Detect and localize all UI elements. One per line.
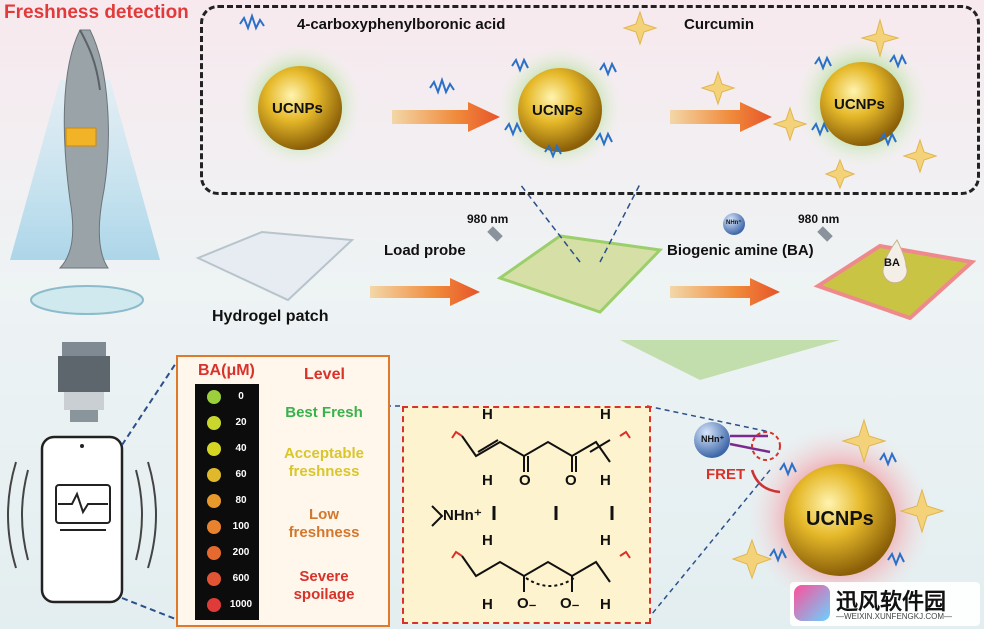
- conc-dot: [207, 598, 221, 612]
- level-acceptable: Acceptable freshness: [283, 445, 365, 480]
- particle-label-3: UCNPs: [834, 96, 885, 113]
- conc-dot: [207, 520, 221, 534]
- legend-header-conc: BA(μM): [198, 362, 255, 379]
- o-label-1: O: [519, 472, 531, 489]
- o-minus-label-1: O₋: [517, 595, 537, 612]
- fret-amine-label: NHn⁺: [701, 434, 725, 444]
- conc-dot: [207, 390, 221, 404]
- laser-label-2: 980 nm: [798, 212, 840, 226]
- h-label-3: H: [482, 472, 493, 489]
- conc-dot: [207, 468, 221, 482]
- o-minus-label-2: O₋: [560, 595, 580, 612]
- particle-label-2: UCNPs: [532, 102, 583, 119]
- conc-value: 80: [235, 495, 247, 506]
- conc-value: 1000: [229, 599, 253, 610]
- h-label-1: H: [482, 406, 493, 423]
- smartphone: [7, 359, 179, 621]
- watermark-url: —WEIXIN.XUNFENGKJ.COM—: [836, 612, 953, 621]
- h-label-7: H: [482, 596, 493, 613]
- h-label-5: H: [482, 532, 493, 549]
- reagent-1-label: 4-carboxyphenylboronic acid: [297, 16, 506, 33]
- fret-label: FRET: [706, 466, 746, 483]
- fish-illustration: [10, 29, 160, 315]
- fret-particle-label: UCNPs: [806, 508, 874, 530]
- h-label-8: H: [600, 596, 611, 613]
- hydrogel-patch-label: Hydrogel patch: [212, 308, 329, 325]
- particle-label-1: UCNPs: [272, 100, 323, 117]
- watermark-name: 迅风软件园: [836, 589, 947, 614]
- page-title: Freshness detection: [4, 2, 189, 23]
- curcumin-structure: [431, 430, 631, 592]
- amine-chem-label: NHn⁺: [443, 507, 482, 524]
- level-severe: Severe spoilage: [293, 568, 355, 603]
- conc-dot: [207, 494, 221, 508]
- conc-dot: [207, 572, 221, 586]
- conc-value: 60: [235, 469, 247, 480]
- o-label-2: O: [565, 472, 577, 489]
- color-scale-strip: [195, 384, 259, 620]
- conc-value: 600: [232, 573, 250, 584]
- chemistry-mechanism-box: [402, 406, 651, 624]
- legend-header-level: Level: [304, 366, 345, 383]
- middle-row: [195, 183, 977, 380]
- conc-value: 200: [232, 547, 250, 558]
- load-probe-label: Load probe: [384, 242, 466, 259]
- synthesis-box: [200, 5, 980, 195]
- conc-dot: [207, 442, 221, 456]
- fret-particle: [694, 418, 945, 610]
- h-label-6: H: [600, 532, 611, 549]
- watermark-logo-icon: [794, 585, 830, 621]
- reagent-2-label: Curcumin: [684, 16, 755, 33]
- laser-label-1: 980 nm: [467, 212, 509, 226]
- amine-ball-label: NHn⁺: [726, 220, 742, 226]
- conc-dot: [207, 546, 221, 560]
- level-low: Low freshness: [288, 506, 360, 541]
- conc-value: 100: [232, 521, 250, 532]
- conc-value: 0: [238, 391, 244, 402]
- conc-value: 40: [235, 443, 247, 454]
- h-label-2: H: [600, 406, 611, 423]
- watermark: 迅风软件园 —WEIXIN.XUNFENGKJ.COM—: [790, 582, 980, 626]
- level-best-fresh: Best Fresh: [285, 404, 363, 421]
- conc-value: 20: [235, 417, 247, 428]
- top-particles: [238, 10, 938, 190]
- microscope-objective: [58, 342, 110, 422]
- biogenic-amine-label: Biogenic amine (BA): [667, 242, 814, 259]
- conc-dot: [207, 416, 221, 430]
- ba-drop-label: BA: [884, 257, 900, 269]
- h-label-4: H: [600, 472, 611, 489]
